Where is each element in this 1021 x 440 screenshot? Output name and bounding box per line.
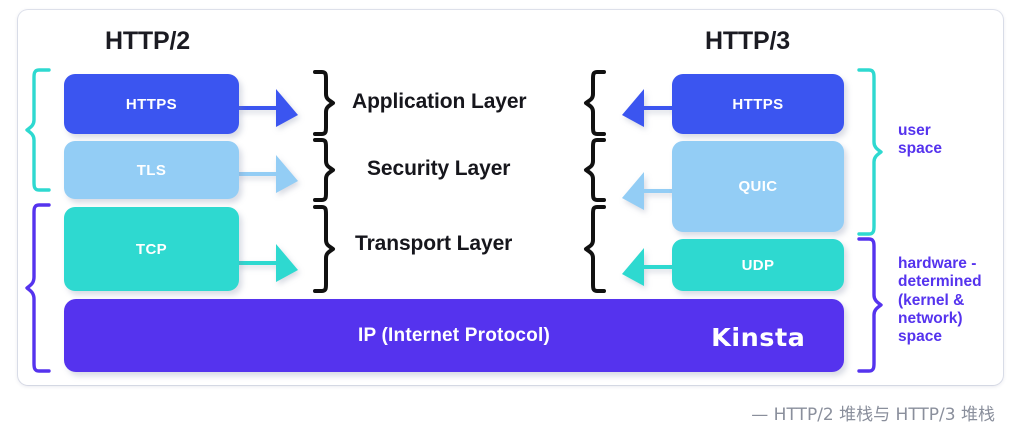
right-box-https-label: HTTPS <box>732 95 784 113</box>
left-application-layer-brace <box>312 70 336 136</box>
kinsta-logo: Kinsta <box>711 323 806 352</box>
left-box-https-label: HTTPS <box>125 95 178 113</box>
left-https-arrow <box>236 89 298 131</box>
layer-label-application: Application Layer <box>352 90 527 113</box>
left-box-tcp[interactable]: TCP <box>64 207 239 291</box>
right-box-udp-label: UDP <box>741 256 775 274</box>
right-application-layer-brace <box>583 70 607 136</box>
ip-base-bar-label: IP (Internet Protocol) <box>358 324 550 346</box>
right-security-layer-brace <box>583 138 607 202</box>
right-transport-layer-brace <box>583 205 607 293</box>
http2-stack-title: HTTP/2 <box>105 27 190 55</box>
ip-base-bar[interactable]: IP (Internet Protocol) <box>64 299 844 372</box>
right-box-https[interactable]: HTTPS <box>672 74 844 134</box>
right-hardware-space-brace <box>857 237 883 373</box>
left-tls-arrow <box>236 155 298 197</box>
right-box-quic[interactable]: QUIC <box>672 141 844 232</box>
left-box-https[interactable]: HTTPS <box>64 74 239 134</box>
user-space-label: user space <box>898 122 942 158</box>
left-box-tls-label: TLS <box>136 161 167 179</box>
right-box-quic-label: QUIC <box>738 178 778 195</box>
right-quic-arrow <box>622 172 684 214</box>
left-user-space-brace <box>25 68 51 192</box>
left-security-layer-brace <box>312 138 336 202</box>
right-box-udp[interactable]: UDP <box>672 239 844 291</box>
right-https-arrow <box>622 89 684 131</box>
left-box-tcp-label: TCP <box>135 240 168 258</box>
left-transport-layer-brace <box>312 205 336 293</box>
figure-caption: — HTTP/2 堆栈与 HTTP/3 堆栈 <box>751 405 995 425</box>
http3-stack-title: HTTP/3 <box>705 27 790 55</box>
left-hardware-space-brace <box>25 203 51 373</box>
left-tcp-arrow <box>236 244 298 286</box>
right-user-space-brace <box>857 68 883 236</box>
left-box-tls[interactable]: TLS <box>64 141 239 199</box>
layer-label-transport: Transport Layer <box>355 232 513 255</box>
hardware-space-label: hardware - determined (kernel & network)… <box>898 255 982 346</box>
right-udp-arrow <box>622 248 684 290</box>
layer-label-security: Security Layer <box>367 157 511 180</box>
